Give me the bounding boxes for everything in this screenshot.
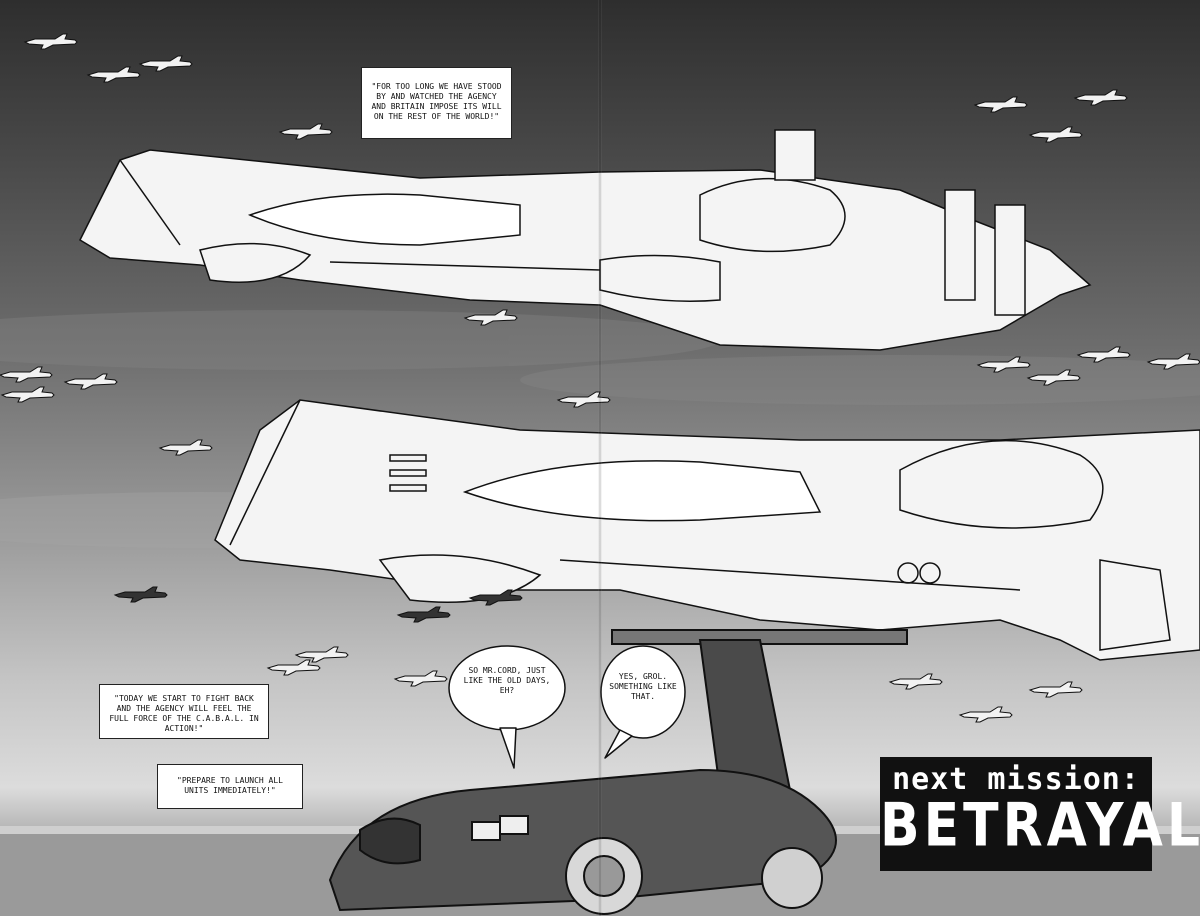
balloon-left-text: So Mr.Cord, just like the old days, eh? — [463, 666, 551, 695]
lower-battleship — [214, 399, 1200, 661]
balloon-right-shape — [600, 645, 686, 739]
balloon-right-text: Yes, Grol. Something like that. — [609, 672, 677, 701]
banner-title: BETRAYAL! — [880, 791, 1200, 861]
speech-balloons — [448, 645, 686, 769]
caption-bottom: "Prepare to launch all units immediately… — [157, 764, 303, 809]
caption-mid: "Today we start to fight back and the Ag… — [99, 684, 269, 739]
caption-top: "For too long we have stood by and watch… — [361, 67, 512, 139]
next-mission-banner: next mission: BETRAYAL! — [880, 757, 1200, 871]
banner-next-mission: next mission: — [892, 762, 1140, 797]
page-gutter — [598, 0, 602, 916]
foreground-jet — [328, 629, 908, 915]
upper-battleship — [79, 129, 1092, 351]
